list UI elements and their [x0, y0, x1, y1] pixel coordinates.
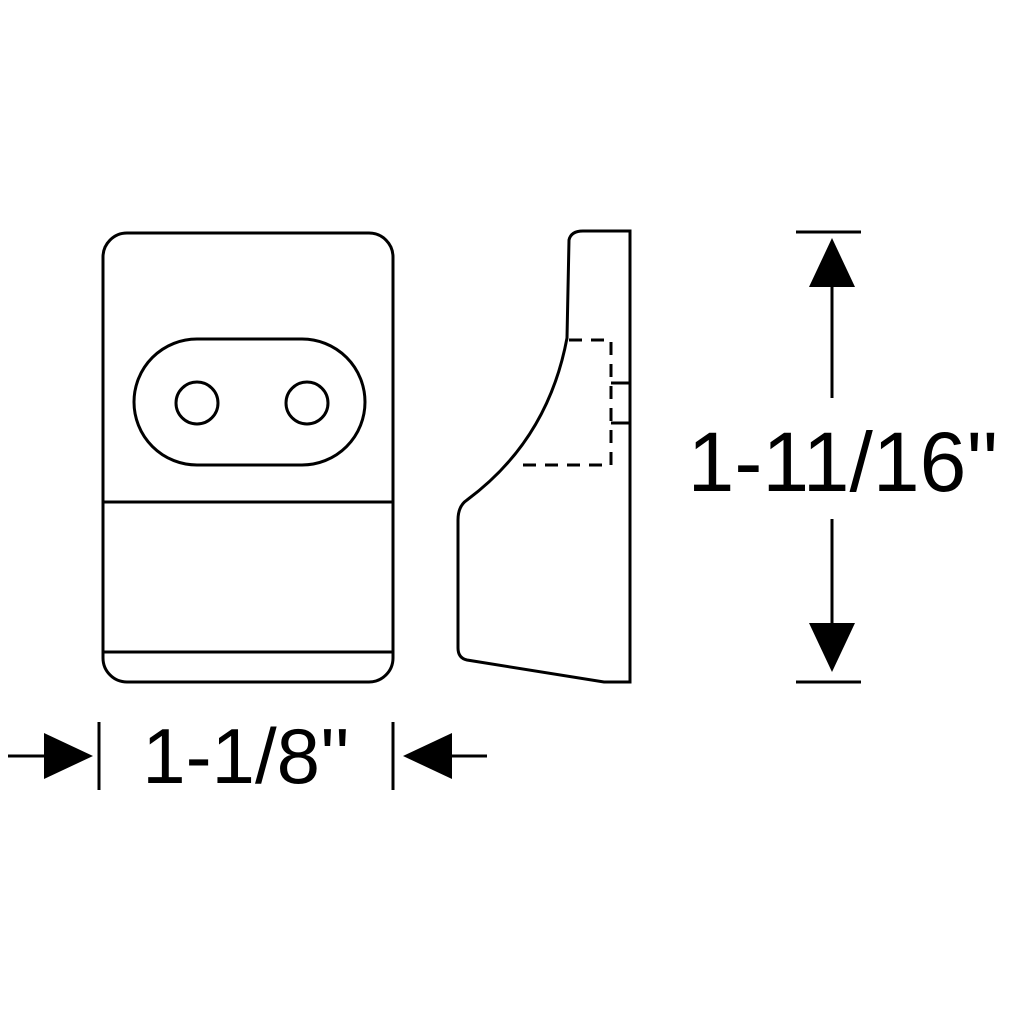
mounting-hole-right	[284, 380, 330, 426]
side-view	[456, 229, 632, 684]
height-arrow-bottom-head	[809, 623, 855, 672]
width-label: 1-1/8''	[142, 712, 350, 800]
mounting-slot	[132, 337, 367, 467]
width-arrow-right-head	[403, 733, 452, 779]
height-dimension	[796, 230, 861, 684]
side-view-hidden-step	[611, 381, 630, 425]
mounting-hole-left	[174, 380, 220, 426]
height-arrow-top-head	[809, 238, 855, 287]
width-arrow-left-head	[44, 733, 93, 779]
height-label: 1-11/16''	[688, 415, 999, 509]
side-view-outline	[456, 229, 632, 684]
front-view	[101, 231, 395, 684]
width-dimension	[8, 722, 487, 790]
